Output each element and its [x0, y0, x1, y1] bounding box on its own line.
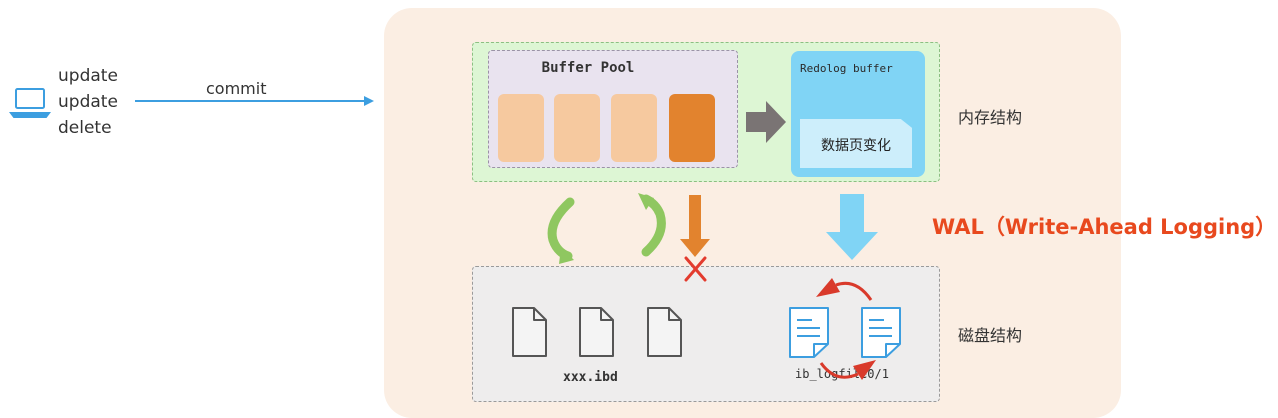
log-cycle-arrow-bottom — [819, 360, 876, 380]
memory-structure-label: 内存结构 — [958, 108, 1023, 127]
disk-structure-label: 磁盘结构 — [958, 326, 1023, 345]
file-icon-1 — [512, 307, 547, 357]
redolog-to-disk-arrow — [826, 194, 878, 260]
operation-update-1: update — [58, 66, 118, 86]
operation-update-2: update — [58, 92, 118, 112]
laptop-icon — [9, 88, 51, 118]
flush-arrow-blocked — [680, 195, 710, 257]
cross-icon — [684, 256, 707, 282]
log-file-icon-1 — [789, 307, 829, 358]
redolog-entry-box — [800, 119, 912, 168]
buffer-page-dirty — [669, 94, 715, 162]
redolog-buffer-title: Redolog buffer — [800, 62, 893, 75]
sync-arrow-right — [638, 193, 666, 257]
client-graphics — [9, 88, 374, 118]
log-cycle-arrow-top — [816, 278, 873, 301]
buffer-page-2 — [554, 94, 600, 162]
file-icon-3 — [647, 307, 682, 357]
commit-arrow — [135, 96, 374, 106]
commit-label: commit — [206, 79, 267, 98]
pool-to-redolog-arrow — [746, 101, 786, 143]
log-file-icon-2 — [861, 307, 901, 358]
data-files-label: xxx.ibd — [563, 370, 618, 385]
wal-label: WAL（Write-Ahead Logging） — [932, 215, 1277, 239]
buffer-page-3 — [611, 94, 657, 162]
redolog-entry-label: 数据页变化 — [821, 138, 891, 154]
sync-arrow-left — [547, 197, 575, 264]
buffer-page-1 — [498, 94, 544, 162]
file-icon-2 — [579, 307, 614, 357]
buffer-pool-title: Buffer Pool — [541, 60, 635, 76]
diagram-graphics — [512, 101, 901, 380]
operation-delete: delete — [58, 118, 112, 138]
